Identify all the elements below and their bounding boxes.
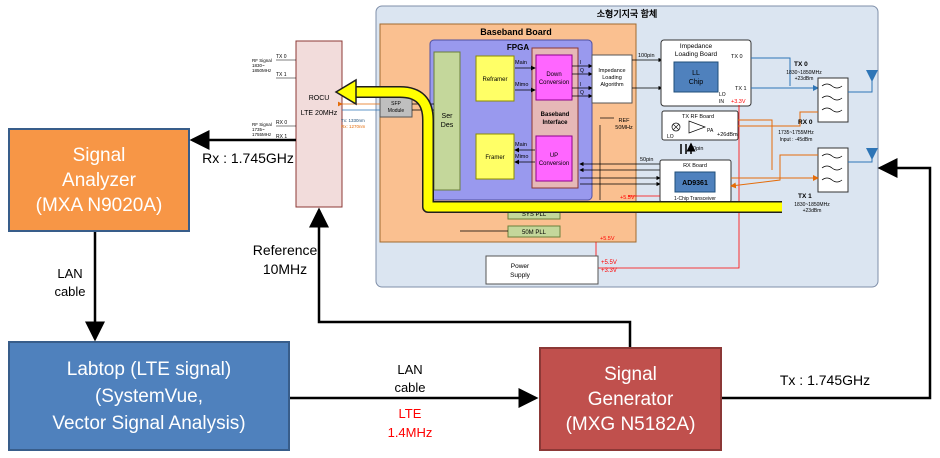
lan-cable-left-label: LAN cable xyxy=(54,266,86,299)
signal-analyzer-line2: Analyzer xyxy=(62,169,136,191)
antenna-top-icon xyxy=(866,70,878,82)
rx-label: Rx : 1.745GHz xyxy=(202,150,294,166)
tx0-filter xyxy=(817,77,849,123)
reference-arrow xyxy=(309,207,632,347)
signal-generator-box: Signal Generator (MXG N5182A) xyxy=(539,347,722,451)
rocu-tx0: TX 0 xyxy=(276,54,287,60)
down-conversion-block xyxy=(535,54,573,101)
laptop-line3: Vector Signal Analysis) xyxy=(52,412,246,434)
signal-generator-line1: Signal xyxy=(604,363,657,385)
ad9361-chip xyxy=(674,171,716,193)
rocu-rx-note: Rx: 1270nm xyxy=(341,124,366,129)
baseband-board-title: Baseband Board xyxy=(480,27,552,37)
pin10-label: 10pin xyxy=(690,146,703,152)
rocu-title: ROCU xyxy=(309,95,330,102)
rocu-tx1: TX 1 xyxy=(276,72,287,78)
transceiver-label: 1-Chip Transceiver xyxy=(674,196,716,202)
ad9361-label: AD9361 xyxy=(682,180,708,187)
iq-label-1: I xyxy=(580,60,581,66)
mimo-top-label: Mimo xyxy=(515,82,528,88)
signal-generator-line2: Generator xyxy=(587,388,674,410)
lan-cable-mid-label: LAN cable xyxy=(394,362,426,395)
rocu-rx0: RX 0 xyxy=(276,120,287,126)
sfp-module xyxy=(379,96,413,118)
pll-55v-label: +5.5V xyxy=(600,236,615,242)
rx-filter xyxy=(817,147,849,193)
main-bottom-label: Main xyxy=(515,142,527,148)
reframer-block xyxy=(475,55,515,102)
tx-label: Tx : 1.745GHz xyxy=(779,372,871,388)
sys-pll-label: SYS PLL xyxy=(522,212,547,218)
pa-label: PA xyxy=(707,128,714,134)
signal-analyzer-line1: Signal xyxy=(72,144,126,166)
ps-out-label: +5.5V+3.3V xyxy=(601,260,617,274)
tx0-right-label: TX 0 xyxy=(794,61,808,68)
ll-chip xyxy=(673,61,719,93)
signal-analyzer-box: Signal Analyzer (MXA N9020A) xyxy=(8,128,190,232)
ilb-in-label: IN xyxy=(719,99,724,105)
rocu-tx-note: Tx: 1330nm xyxy=(341,118,365,123)
fpga-label: FPGA xyxy=(507,43,529,52)
reference-label: Reference 10MHz xyxy=(252,242,318,277)
framer-label: Framer xyxy=(485,155,504,161)
serdes-block xyxy=(433,51,461,191)
iq-label-2: Q xyxy=(580,68,584,74)
lte-label: LTE 1.4MHz xyxy=(387,406,433,440)
laptop-box: Labtop (LTE signal) (SystemVue, Vector S… xyxy=(8,341,290,451)
base-station-title: 소형기지국 함체 xyxy=(597,8,657,19)
ilb-tx1-label: TX 1 xyxy=(735,86,747,92)
pll-50m-label: 50M PLL xyxy=(522,230,547,236)
ilb-lo-label: LO xyxy=(719,92,726,98)
pll-50m-block xyxy=(507,225,561,238)
rocu-subtitle: LTE 20MHz xyxy=(301,110,338,117)
up-conversion-block xyxy=(535,135,573,182)
framer-block xyxy=(475,133,515,180)
antenna-bottom-icon xyxy=(866,148,878,160)
pin50-label: 50pin xyxy=(640,157,653,163)
rx-55v-label: +5.5V xyxy=(620,195,635,201)
main-top-label: Main xyxy=(515,60,527,66)
ilb-33v-label: +3.3V xyxy=(731,99,746,105)
rx0-right-label: RX 0 xyxy=(798,119,813,126)
signal-analyzer-model: (MXA N9020A) xyxy=(35,194,163,216)
pin100-label: 100pin xyxy=(638,53,655,59)
rx-board-title: RX Board xyxy=(683,163,707,169)
tx-lo-label: LO xyxy=(667,134,674,140)
mimo-bottom-label: Mimo xyxy=(515,154,528,160)
tx1-right-label: TX 1 xyxy=(798,193,812,200)
iq-label-3: I xyxy=(580,82,581,88)
laptop-line2: (SystemVue, xyxy=(94,385,204,407)
yellow-arrowhead-icon xyxy=(334,78,357,106)
iq-label-4: Q xyxy=(580,90,584,96)
db26-label: +26dBm xyxy=(717,132,738,138)
ila-block xyxy=(591,54,633,104)
laptop-line1: Labtop (LTE signal) xyxy=(66,358,232,380)
tx0-freq-label: 1830~1850MHz+23dBm xyxy=(786,70,822,82)
rocu-block xyxy=(295,40,343,208)
tx1-freq-label: 1830~1850MHz+23dBm xyxy=(794,202,830,214)
reframer-label: Reframer xyxy=(482,77,507,83)
rocu-rx1: RX 1 xyxy=(276,134,287,140)
signal-generator-model: (MXG N5182A) xyxy=(565,413,696,435)
tx-rf-board-title: TX RF Board xyxy=(682,114,714,120)
power-supply-block xyxy=(485,255,599,285)
tx-arrow xyxy=(722,158,932,400)
ilb-tx0-label: TX 0 xyxy=(731,54,743,60)
